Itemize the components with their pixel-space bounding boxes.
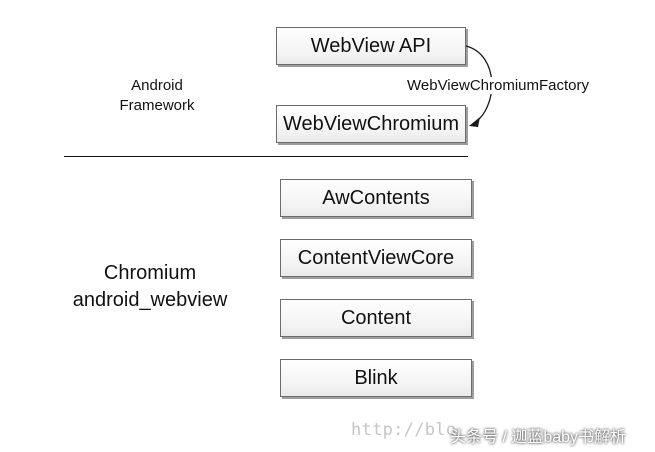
android-framework-label-line1: Android [131,77,183,94]
watermark-source: 头条号 / 迦蓝baby书解析 [450,429,627,446]
contentviewcore-box: ContentViewCore [280,239,472,277]
blink-box: Blink [280,359,472,397]
watermark-url: http://blo [351,420,457,440]
content-box: Content [280,299,472,337]
layer-divider [64,156,468,157]
webview-api-box: WebView API [276,27,466,65]
awcontents-box: AwContents [280,179,472,217]
chromium-label-line1: Chromium [103,262,197,284]
factory-connector-arrowhead [469,117,480,127]
chromium-label-line2: android_webview [72,289,228,311]
android-framework-label: Android Framework [117,76,197,116]
webview-chromium-box: WebViewChromium [276,105,466,143]
android-framework-label-line2: Framework [119,97,195,114]
chromium-android-webview-label: Chromium android_webview [60,260,240,314]
factory-label: WebViewChromiumFactory [405,77,591,94]
